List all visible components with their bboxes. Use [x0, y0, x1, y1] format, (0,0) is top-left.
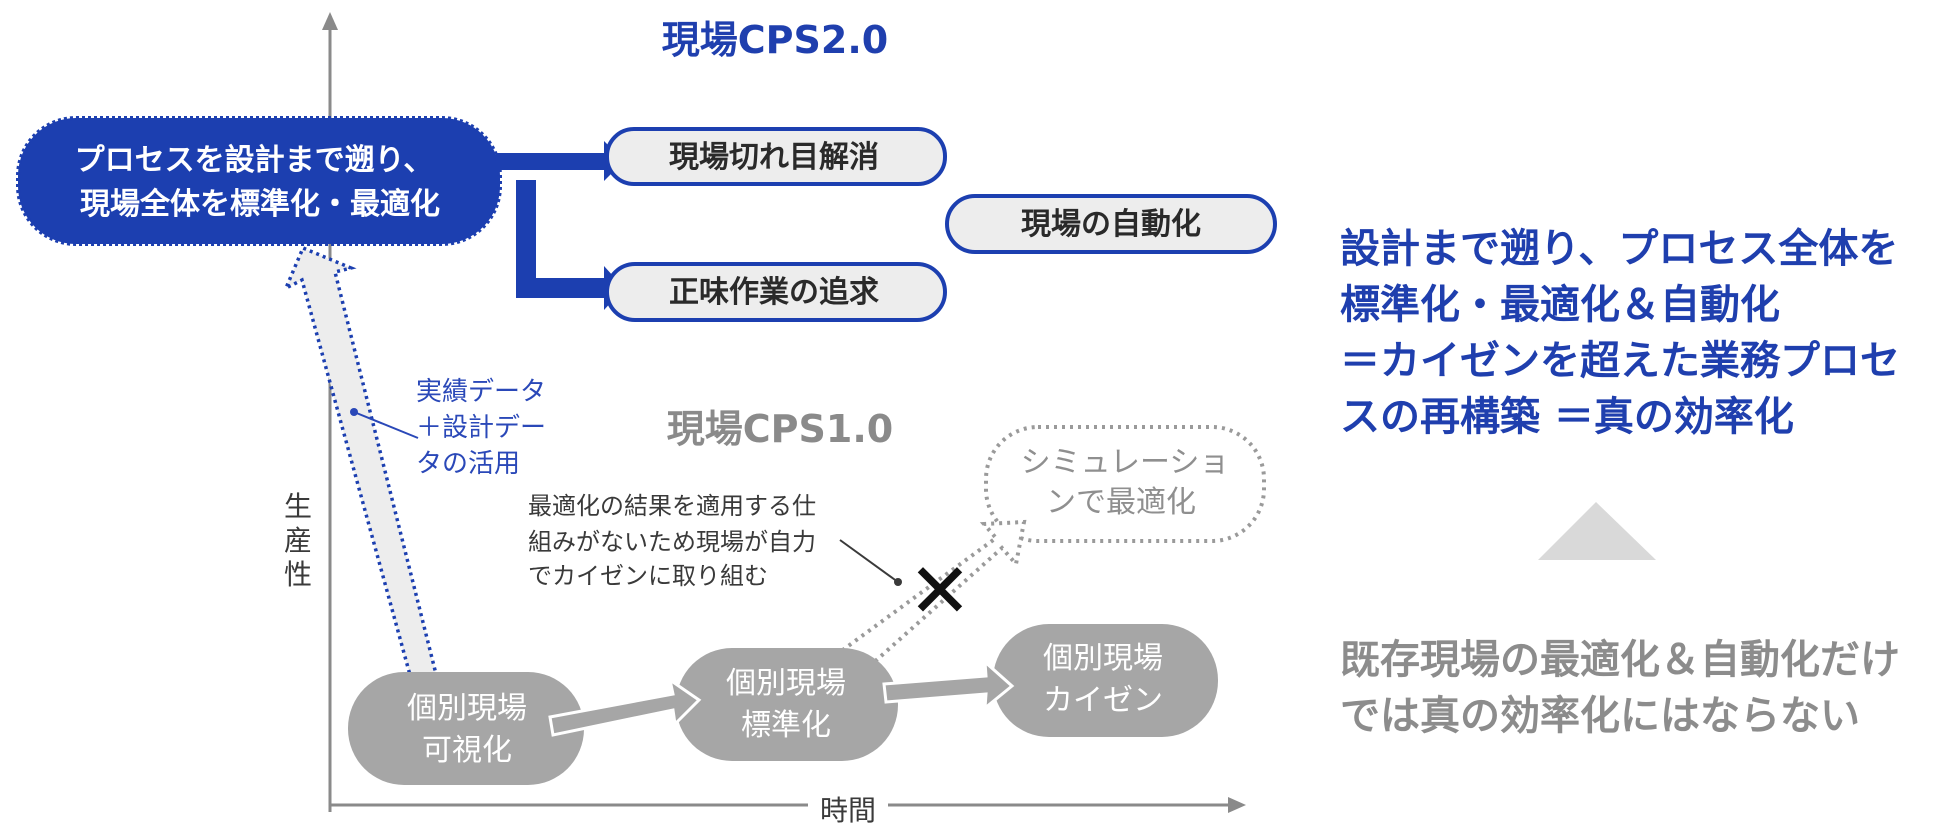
- existing-line-2: では真の効率化にはならない: [1340, 693, 1860, 739]
- data-usage-note-line-1: 実績データ: [416, 377, 546, 407]
- y-axis-label-3: 性: [284, 558, 312, 591]
- box-kaizen: 個別現場 カイゼン: [993, 624, 1218, 737]
- conclusion-line-1: 設計まで遡り、プロセス全体を: [1340, 226, 1898, 272]
- data-usage-note-line-2: ＋設計デー: [416, 413, 546, 443]
- no-mechanism-leader: [839, 539, 899, 583]
- box-gap-resolution-shape: [605, 127, 947, 186]
- heading-cps10: 現場CPS1.0: [667, 407, 893, 451]
- box-kaizen-line-2: カイゼン: [1043, 683, 1163, 718]
- data-usage-note-line-3: タの活用: [416, 449, 520, 479]
- box-automation-shape: [945, 194, 1277, 254]
- box-standardize-line-2: 標準化: [741, 708, 831, 743]
- box-simulation-line-1: シミュレーショ: [1021, 445, 1230, 480]
- grey-arrow-2-shape: [882, 658, 1015, 712]
- upward-arrow: [282, 245, 442, 688]
- conclusion-line-4: スの再構築 ＝真の効率化: [1340, 394, 1794, 440]
- existing-line-1: 既存現場の最適化＆自動化だけ: [1340, 637, 1900, 683]
- y-axis-label-2: 産: [284, 524, 312, 557]
- conclusion-line-2: 標準化・最適化＆自動化: [1340, 282, 1780, 328]
- axes: 時間 生 産 性: [284, 12, 1246, 827]
- no-mechanism-note-line-2: 組みがないため現場が自力: [528, 528, 816, 556]
- box-automation-label: 現場の自動化: [1021, 207, 1201, 242]
- upward-arrow-shape: [282, 245, 442, 688]
- main-box-line-1: プロセスを設計まで遡り、: [75, 143, 434, 178]
- connector-lower-horizontal: [516, 278, 610, 298]
- no-mechanism-leader-dot: [894, 578, 902, 586]
- box-standardize: 個別現場 標準化: [676, 648, 898, 761]
- box-visualize-line-1: 個別現場: [407, 691, 527, 726]
- grey-arrow-1-shape: [548, 676, 702, 737]
- grey-arrow-2: [882, 658, 1015, 712]
- y-axis-label-1: 生: [284, 490, 312, 523]
- y-axis-arrowhead: [322, 12, 338, 30]
- heading-cps20: 現場CPS2.0: [662, 18, 888, 62]
- box-net-work-pursuit-shape: [605, 262, 947, 322]
- box-gap-resolution-label: 現場切れ目解消: [669, 140, 879, 175]
- simulation-arrow: [836, 519, 1027, 676]
- box-visualize: 個別現場 可視化: [348, 672, 584, 785]
- x-axis-label: 時間: [820, 794, 876, 827]
- right-panel: 設計まで遡り、プロセス全体を 標準化・最適化＆自動化 ＝カイゼンを超えた業務プロ…: [1340, 226, 1900, 739]
- up-triangle-icon: [1538, 502, 1656, 560]
- box-standardize-line-1: 個別現場: [726, 666, 846, 701]
- box-gap-resolution: 現場切れ目解消: [605, 127, 947, 186]
- main-blue-box-shape: [16, 116, 502, 246]
- box-automation: 現場の自動化: [945, 194, 1277, 254]
- box-net-work-pursuit-label: 正味作業の追求: [669, 275, 879, 310]
- no-mechanism-note-line-1: 最適化の結果を適用する仕: [528, 492, 816, 520]
- box-visualize-shape: [348, 672, 584, 785]
- main-blue-box: プロセスを設計まで遡り、 現場全体を標準化・最適化: [16, 116, 502, 246]
- data-usage-leader-dot: [350, 408, 358, 416]
- connector-vertical: [516, 180, 536, 298]
- simulation-arrow-shape: [836, 519, 1027, 676]
- box-simulation-line-2: ンで最適化: [1046, 485, 1196, 520]
- x-label-bg: [808, 785, 888, 825]
- main-box-line-2: 現場全体を標準化・最適化: [80, 187, 440, 222]
- conclusion-line-3: ＝カイゼンを超えた業務プロセ: [1340, 338, 1900, 384]
- box-standardize-shape: [676, 648, 898, 761]
- cross-mark: ✕: [908, 546, 972, 635]
- box-kaizen-shape: [993, 624, 1218, 737]
- x-axis-arrowhead: [1228, 797, 1246, 813]
- box-simulation-shape: [984, 425, 1266, 543]
- no-mechanism-note-line-3: でカイゼンに取り組む: [528, 562, 768, 590]
- data-usage-leader: [353, 411, 419, 439]
- blue-connectors: [496, 141, 624, 310]
- box-simulation: シミュレーショ ンで最適化: [984, 425, 1266, 543]
- grey-arrow-1: [548, 676, 702, 737]
- connector-horizontal: [496, 153, 610, 170]
- box-kaizen-line-1: 個別現場: [1043, 641, 1163, 676]
- box-net-work-pursuit: 正味作業の追求: [605, 262, 947, 322]
- box-visualize-line-2: 可視化: [422, 733, 512, 768]
